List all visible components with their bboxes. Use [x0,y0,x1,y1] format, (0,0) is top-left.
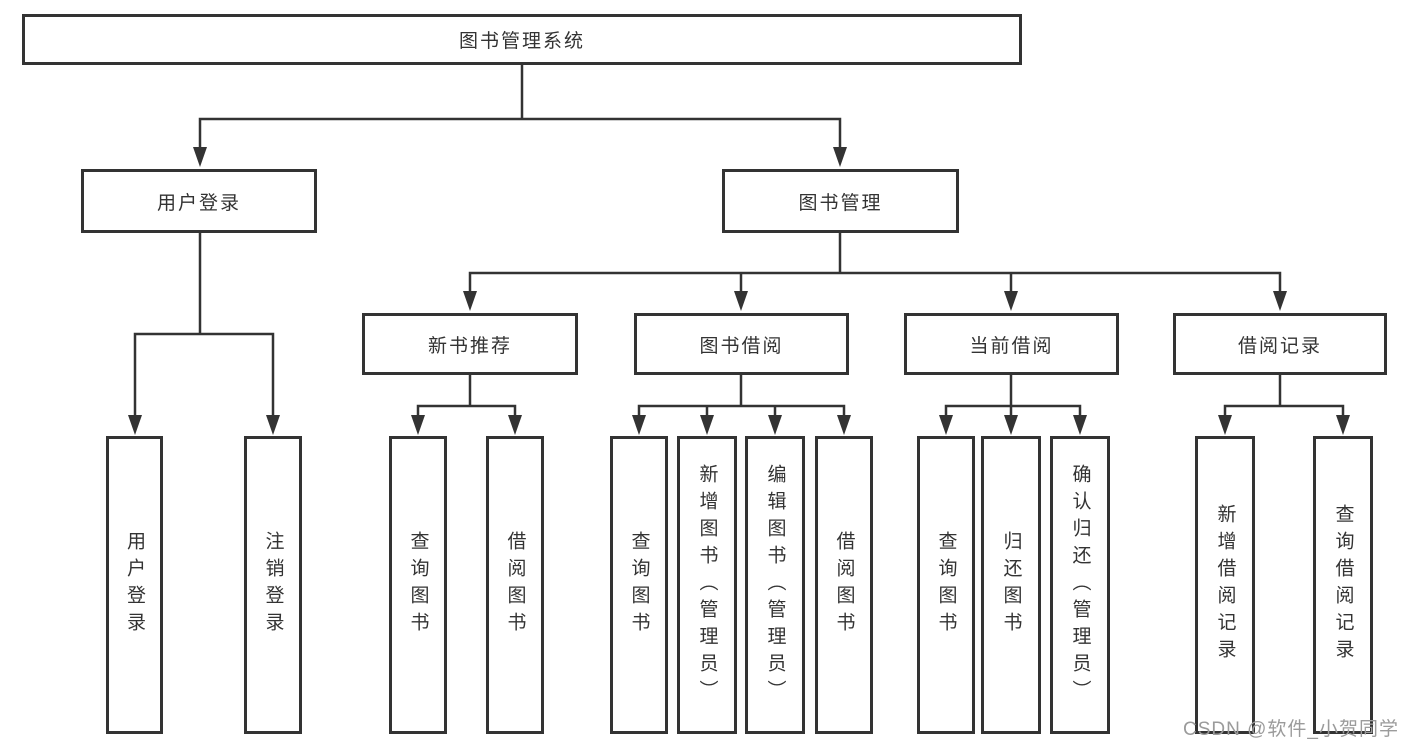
leaf-return-book: 归还图书 [981,436,1041,734]
arrow-down-icon [700,415,714,435]
leaf-query-borrow-record: 查询借阅记录 [1313,436,1373,734]
arrow-down-icon [1218,415,1232,435]
leaf-borrow-books: 借阅图书 [815,436,873,734]
arrowheads [128,147,1350,435]
arrow-down-icon [1004,291,1018,311]
leaf-label: 用户登录 [124,531,145,639]
leaf-add-book-admin: 新增图书（管理员） [677,436,737,734]
leaf-user-login: 用户登录 [106,436,163,734]
node-label: 当前借阅 [969,335,1054,357]
arrow-down-icon [939,415,953,435]
node-label: 用户登录 [156,192,241,214]
leaf-label: 查询借阅记录 [1332,504,1354,666]
arrow-down-icon [508,415,522,435]
arrow-down-icon [128,415,142,435]
leaf-label: 确认归还（管理员） [1069,463,1091,707]
leaf-borrow-books-recommend: 借阅图书 [486,436,544,734]
node-label: 图书管理系统 [458,31,585,52]
arrow-down-icon [411,415,425,435]
leaf-query-books-borrow: 查询图书 [610,436,668,734]
leaf-label: 新增图书（管理员） [696,463,718,707]
arrow-down-icon [463,291,477,311]
connector-newbookrec-to-leaves [416,373,517,419]
connector-bookborrow-to-leaves [637,373,846,419]
watermark: CSDN @软件_小贺同学 [1183,719,1399,740]
node-book-management: 图书管理 [722,169,959,233]
arrow-down-icon [266,415,280,435]
connector-root-to-level1 [198,63,842,151]
connector-bookmgmt-to-level2 [468,231,1282,295]
leaf-label: 编辑图书（管理员） [764,463,786,707]
leaf-label: 注销登录 [262,531,284,639]
node-label: 新书推荐 [427,335,512,357]
leaf-label: 借阅图书 [504,531,526,639]
connector-currentborrow-to-leaves [944,373,1082,419]
node-label: 图书借阅 [699,335,784,357]
arrow-down-icon [1273,291,1287,311]
node-borrow-records: 借阅记录 [1173,313,1387,375]
leaf-label: 新增借阅记录 [1214,504,1236,666]
node-user-login: 用户登录 [81,169,317,233]
leaf-confirm-return-admin: 确认归还（管理员） [1050,436,1110,734]
leaf-logout: 注销登录 [244,436,302,734]
arrow-down-icon [768,415,782,435]
arrow-down-icon [734,291,748,311]
leaf-add-borrow-record: 新增借阅记录 [1195,436,1255,734]
arrow-down-icon [632,415,646,435]
leaf-edit-book-admin: 编辑图书（管理员） [745,436,805,734]
arrow-down-icon [837,415,851,435]
leaf-query-books-recommend: 查询图书 [389,436,447,734]
arrow-down-icon [1073,415,1087,435]
leaf-label: 查询图书 [628,531,650,639]
node-label: 图书管理 [798,192,883,214]
leaf-label: 查询图书 [935,531,957,639]
leaf-label: 查询图书 [407,531,429,639]
node-label: 借阅记录 [1237,335,1322,357]
node-book-borrow: 图书借阅 [634,313,849,375]
leaf-query-books-current: 查询图书 [917,436,975,734]
connector-borrowrecords-to-leaves [1223,373,1345,419]
connector-userlogin-to-leaves [133,231,275,419]
arrow-down-icon [193,147,207,167]
leaf-label: 借阅图书 [833,531,855,639]
leaf-label: 归还图书 [1000,531,1022,639]
node-library-management-system: 图书管理系统 [22,14,1022,65]
arrow-down-icon [1004,415,1018,435]
arrow-down-icon [833,147,847,167]
node-current-borrow: 当前借阅 [904,313,1119,375]
node-new-book-recommend: 新书推荐 [362,313,578,375]
arrow-down-icon [1336,415,1350,435]
